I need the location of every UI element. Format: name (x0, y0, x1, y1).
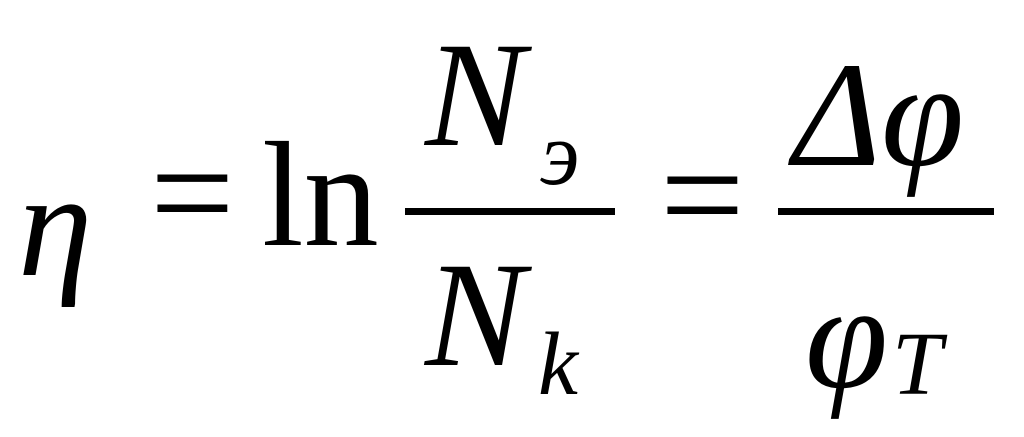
fraction-2-denominator-subscript: T (892, 315, 943, 414)
fraction-2-bar (778, 208, 994, 215)
equals-sign-1: = (150, 110, 235, 276)
fraction-1-denominator-subscript: k (538, 315, 578, 414)
ln-operator: ln (262, 112, 379, 278)
fraction-1-numerator: N (425, 12, 526, 178)
fraction-2-denominator: φ (805, 254, 888, 420)
equals-sign-2: = (660, 112, 745, 278)
fraction-1-numerator-subscript: э (540, 105, 580, 204)
fraction-1-bar (405, 208, 615, 215)
fraction-1-denominator: N (425, 232, 526, 398)
eta-symbol: η (18, 142, 93, 308)
fraction-2-numerator: Δφ (793, 32, 965, 198)
